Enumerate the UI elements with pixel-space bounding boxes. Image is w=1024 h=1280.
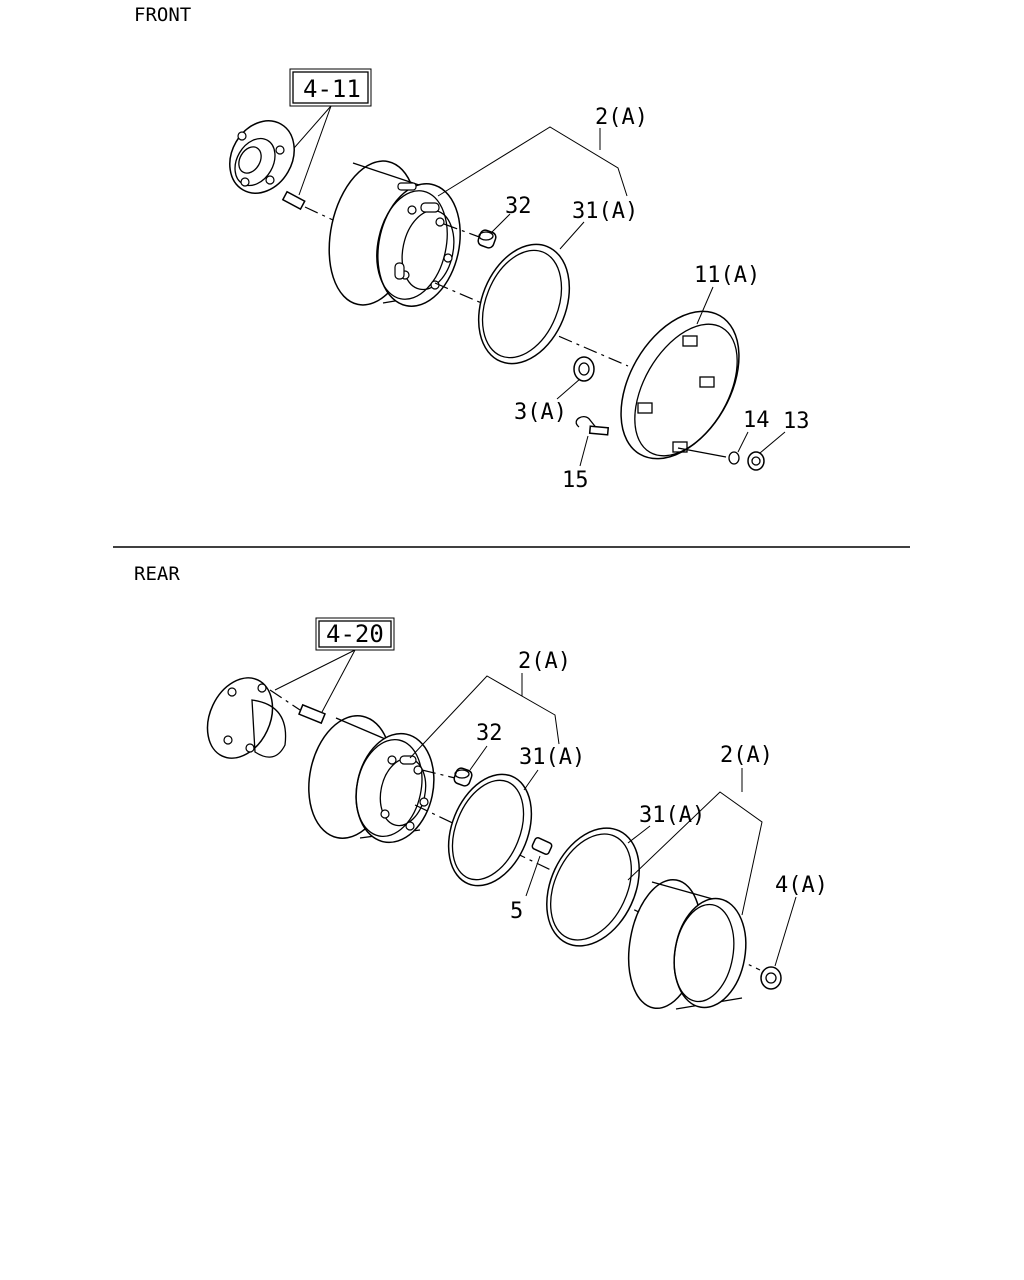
front-ref-box[interactable]: 4-11 bbox=[289, 68, 372, 107]
front-cap-leader bbox=[491, 213, 511, 233]
rear-ref-leader-stud bbox=[321, 649, 356, 713]
rear-label-outer-ring: 31(A) bbox=[639, 803, 705, 828]
front-seal-ring-31A bbox=[477, 243, 571, 365]
front-label-nut3: 3(A) bbox=[514, 400, 567, 425]
front-washer-14 bbox=[728, 451, 740, 465]
rear-hub-stud bbox=[269, 689, 326, 725]
rear-inner-wheel-bracket bbox=[409, 675, 560, 759]
rear-nut-5 bbox=[531, 836, 553, 856]
rear-label-nut5: 5 bbox=[510, 899, 523, 924]
front-label-ring: 31(A) bbox=[572, 199, 638, 224]
rear-label-nut4: 4(A) bbox=[775, 873, 828, 898]
rear-cap-32 bbox=[453, 767, 473, 787]
front-label-cap: 32 bbox=[505, 194, 532, 219]
front-ring-leader bbox=[559, 221, 585, 250]
front-wheel-bracket bbox=[437, 126, 628, 197]
rear-label-cap: 32 bbox=[476, 721, 503, 746]
rear-nut-4A bbox=[760, 966, 782, 990]
rear-outer-wheel-bracket bbox=[627, 791, 763, 916]
front-nut13-leader bbox=[759, 431, 786, 454]
front-hub-stud bbox=[281, 190, 334, 221]
front-ref-leader-stud bbox=[298, 105, 332, 196]
rear-outer-seal-ring-31A bbox=[546, 827, 640, 947]
rear-label-outer-wheel: 2(A) bbox=[720, 743, 773, 768]
front-wheel-2A bbox=[328, 160, 461, 307]
rear-inner-ring-leader bbox=[523, 769, 539, 791]
front-cover-11A bbox=[620, 310, 740, 460]
rear-nut5-leader bbox=[525, 855, 541, 897]
front-label-cover: 11(A) bbox=[694, 263, 760, 288]
rear-section: REAR 4-20 bbox=[134, 563, 828, 1010]
front-cover-leader bbox=[696, 286, 714, 325]
rear-ref-box[interactable]: 4-20 bbox=[315, 617, 395, 651]
rear-ref-box-label: 4-20 bbox=[326, 620, 384, 648]
rear-hub bbox=[206, 677, 287, 759]
front-hub bbox=[229, 120, 295, 194]
rear-section-title: REAR bbox=[134, 563, 180, 585]
front-bolt-leader bbox=[579, 435, 589, 467]
front-bolt-15 bbox=[575, 416, 610, 436]
front-center-axis bbox=[434, 282, 629, 367]
rear-label-inner-ring: 31(A) bbox=[519, 745, 585, 770]
rear-outer-ring-leader bbox=[627, 825, 651, 844]
front-ref-box-label: 4-11 bbox=[303, 75, 361, 103]
front-label-wheel: 2(A) bbox=[595, 105, 648, 130]
front-label-washer: 14 bbox=[743, 408, 770, 433]
rear-inner-wheel-2A bbox=[308, 715, 435, 844]
front-cover-stud-line bbox=[677, 447, 727, 458]
rear-cap-leader bbox=[469, 745, 488, 771]
front-label-nut13: 13 bbox=[783, 409, 810, 434]
front-nut3-leader bbox=[556, 378, 581, 400]
rear-cap-axis bbox=[421, 769, 456, 779]
front-cap-32 bbox=[477, 229, 497, 249]
front-section: FRONT 4-11 bbox=[134, 4, 810, 493]
rear-ref-leader-hub bbox=[274, 649, 356, 691]
front-nut-3A bbox=[573, 356, 595, 382]
rear-outer-wheel-2A bbox=[627, 878, 750, 1010]
front-cap-axis bbox=[443, 223, 483, 239]
rear-nut4-leader bbox=[774, 896, 797, 967]
front-nut-13 bbox=[747, 451, 765, 471]
rear-label-inner-wheel: 2(A) bbox=[518, 649, 571, 674]
front-washer-leader bbox=[737, 431, 749, 453]
front-section-title: FRONT bbox=[134, 4, 191, 26]
front-label-bolt: 15 bbox=[562, 468, 589, 493]
rear-inner-seal-ring-31A bbox=[447, 773, 533, 887]
